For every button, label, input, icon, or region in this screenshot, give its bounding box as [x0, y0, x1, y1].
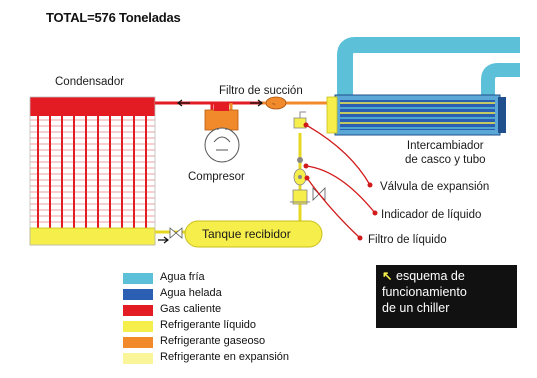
note-line3: de un chiller — [382, 301, 450, 315]
liquid-indicator — [293, 168, 307, 186]
label-liquid-indicator: Indicador de líquido — [381, 209, 482, 221]
callout-dots — [303, 122, 378, 241]
legend-label: Agua helada — [160, 287, 222, 299]
condenser-liquid-header — [29, 227, 156, 246]
water-pipes — [337, 37, 520, 100]
label-exchanger-line2: de casco y tubo — [405, 154, 486, 166]
legend-swatch — [123, 289, 153, 300]
label-liquid-filter: Filtro de líquido — [368, 234, 447, 246]
note-line1: esquema de — [396, 269, 465, 283]
legend-swatch — [123, 273, 153, 284]
tank-valve — [169, 227, 183, 239]
compressor — [204, 104, 240, 163]
label-receiver-tank: Tanque recibidor — [202, 227, 291, 241]
callout-lines — [305, 124, 376, 239]
legend-swatch — [123, 321, 153, 332]
exchanger-tubes — [340, 102, 495, 129]
page-title: TOTAL=576 Toneladas — [46, 10, 181, 25]
suction-filter: ~ — [265, 96, 287, 110]
label-exchanger-line1: Intercambiador — [406, 140, 484, 152]
receiver-tank — [184, 220, 323, 248]
legend-label: Gas caliente — [160, 303, 222, 315]
label-expansion-valve: Válvula de expansión — [380, 181, 490, 193]
legend-swatch — [123, 305, 153, 316]
label-condenser: Condensador — [55, 76, 125, 88]
label-exchanger: Intercambiador de casco y tubo — [405, 139, 486, 167]
legend-label: Agua fría — [160, 271, 205, 283]
legend-label: Refrigerante gaseoso — [160, 335, 266, 347]
legend-label: Refrigerante líquido — [160, 319, 257, 331]
flow-arrows — [158, 99, 263, 244]
condenser-fins — [30, 116, 155, 228]
liquid-filter — [290, 189, 310, 205]
expansion-valve — [293, 111, 307, 163]
svg-text:~: ~ — [272, 102, 276, 108]
label-compressor: Compresor — [188, 171, 245, 183]
condenser-hot-header — [30, 97, 155, 116]
condenser-fin-lines — [30, 116, 155, 228]
arrow-icon: ↖ — [382, 269, 393, 283]
shell-and-tube-exchanger — [334, 94, 501, 136]
note-box: ↖ esquema de funcionamiento de un chille… — [376, 265, 517, 328]
legend-swatch — [123, 337, 153, 348]
legend-label: Refrigerante en expansión — [160, 351, 290, 363]
note-line2: funcionamiento — [382, 285, 467, 299]
legend-swatch — [123, 353, 153, 364]
label-suction-filter: Filtro de succión — [219, 85, 303, 97]
